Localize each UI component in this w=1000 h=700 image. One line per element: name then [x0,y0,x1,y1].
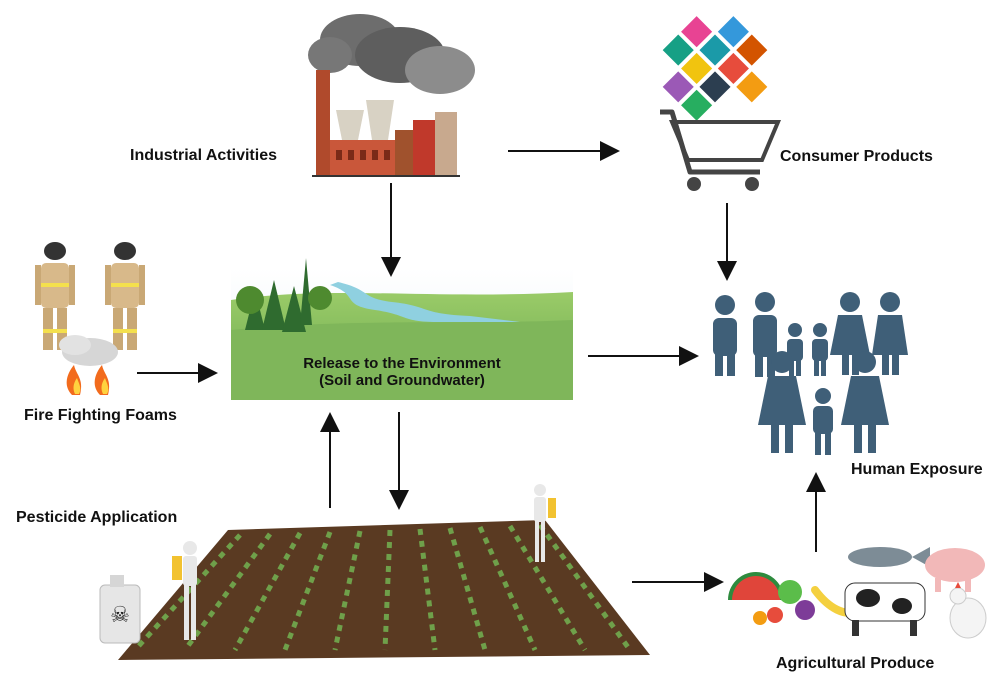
svg-text:☠: ☠ [110,603,130,628]
landscape-icon [231,258,573,400]
pesticide-jug-icon: ☠ [99,575,141,644]
field-icon [118,484,650,660]
label-fire-fighting-foams: Fire Fighting Foams [24,407,177,424]
env-line-2: (Soil and Groundwater) [319,372,485,389]
label-industrial-activities: Industrial Activities [130,147,277,164]
firefighter-icon [35,242,145,395]
factory-icon [308,14,475,177]
label-agricultural-produce: Agricultural Produce [776,655,935,672]
env-line-1: Release to the Environment [303,355,501,372]
produce-icon [728,547,987,639]
shopping-cart-icon [660,16,782,191]
flow-arrows [137,141,826,592]
label-release-to-environment: Release to the Environment (Soil and Gro… [232,355,572,389]
label-human-exposure: Human Exposure [851,461,983,478]
family-icon [713,292,908,455]
label-pesticide-application: Pesticide Application [16,509,178,526]
label-consumer-products: Consumer Products [780,148,933,165]
